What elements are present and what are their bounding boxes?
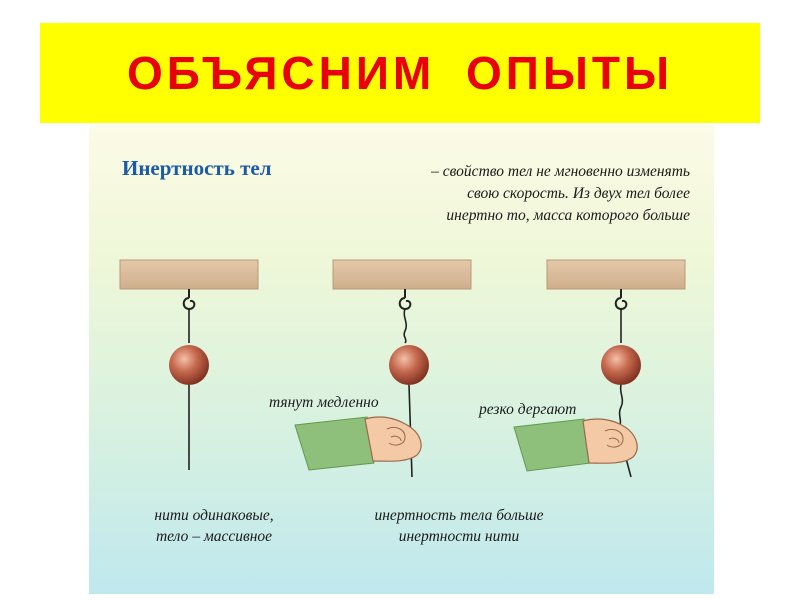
ball-2 bbox=[389, 345, 429, 385]
caption-center-line-2: инертности нити bbox=[398, 528, 520, 545]
sleeve-2 bbox=[294, 416, 375, 471]
caption-center: инертность тела больше инертности нити bbox=[351, 505, 567, 547]
ceiling-beam-2 bbox=[332, 259, 472, 290]
illustration-panel: Инертность тел – свойство тел не мгновен… bbox=[89, 125, 714, 594]
experiment-2 bbox=[294, 259, 472, 478]
hand-2 bbox=[294, 416, 422, 471]
definition-line-1: – свойство тел не мгновенно изменять bbox=[431, 163, 690, 180]
caption-center-line-1: инертность тела больше bbox=[374, 507, 544, 524]
definition-line-2: свою скорость. Из двух тел более bbox=[467, 185, 690, 202]
hook-2 bbox=[398, 289, 412, 311]
caption-left: нити одинаковые, тело – массивное bbox=[124, 505, 304, 547]
hook-1 bbox=[182, 289, 196, 311]
broken-thread-3 bbox=[618, 384, 624, 428]
ceiling-beam-1 bbox=[119, 259, 259, 290]
title-banner: ОБЪЯСНИМ ОПЫТЫ bbox=[40, 23, 760, 123]
sleeve-3 bbox=[513, 418, 592, 472]
definition-line-3: инертно то, масса которого больше bbox=[446, 207, 690, 224]
experiment-3 bbox=[513, 259, 686, 478]
experiment-illustration bbox=[119, 259, 686, 478]
caption-left-line-1: нити одинаковые, bbox=[154, 507, 274, 524]
experiment-1 bbox=[119, 259, 259, 470]
caption-left-line-2: тело – массивное bbox=[155, 528, 273, 545]
label-pull-slow: тянут медленно bbox=[269, 394, 379, 411]
ball-1 bbox=[169, 345, 209, 385]
hand-3 bbox=[513, 418, 638, 472]
definition-term: Инертность тел bbox=[122, 156, 272, 180]
broken-thread-2 bbox=[403, 308, 408, 344]
ball-3 bbox=[601, 345, 641, 385]
ceiling-beam-3 bbox=[546, 259, 686, 290]
hook-3 bbox=[614, 289, 628, 311]
slide-title: ОБЪЯСНИМ ОПЫТЫ bbox=[126, 47, 673, 99]
label-jerk-sharp: резко дергают bbox=[479, 401, 577, 418]
definition-text: – свойство тел не мгновенно изменять сво… bbox=[350, 161, 690, 227]
